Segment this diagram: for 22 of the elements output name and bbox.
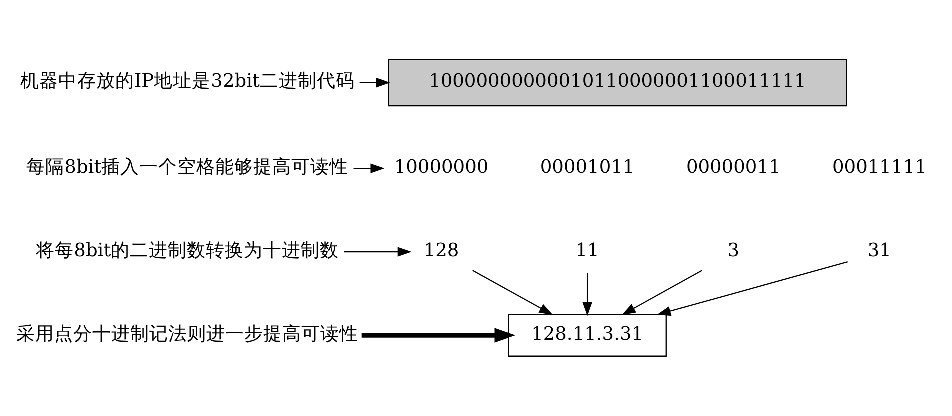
node-text: 128 bbox=[424, 240, 460, 262]
arrow bbox=[622, 270, 703, 316]
node-text: 31 bbox=[868, 240, 892, 262]
arrow bbox=[472, 270, 554, 316]
node-text: 00001011 bbox=[540, 156, 635, 178]
arrow bbox=[362, 328, 516, 343]
arrow bbox=[360, 78, 390, 88]
node-text: 00011111 bbox=[832, 156, 927, 178]
arrow bbox=[344, 247, 412, 257]
arrow bbox=[657, 261, 848, 316]
node-text: 3 bbox=[728, 240, 740, 262]
node-text: 采用点分十进制记法则进一步提高可读性 bbox=[16, 324, 359, 345]
node-box: 10000000000010110000001100011111 bbox=[388, 59, 848, 107]
node-text: 00000011 bbox=[686, 156, 781, 178]
arrow bbox=[354, 164, 385, 174]
node-text: 将每8bit的二进制数转换为十进制数 bbox=[36, 240, 340, 262]
node-text: 机器中存放的IP地址是32bit二进制代码 bbox=[20, 71, 355, 92]
node-box: 128.11.3.31 bbox=[508, 314, 667, 357]
node-text: 11 bbox=[576, 240, 600, 262]
arrow bbox=[582, 273, 592, 316]
node-text: 每隔8bit插入一个空格能够提高可读性 bbox=[26, 156, 349, 178]
node-text: 10000000 bbox=[394, 156, 489, 178]
